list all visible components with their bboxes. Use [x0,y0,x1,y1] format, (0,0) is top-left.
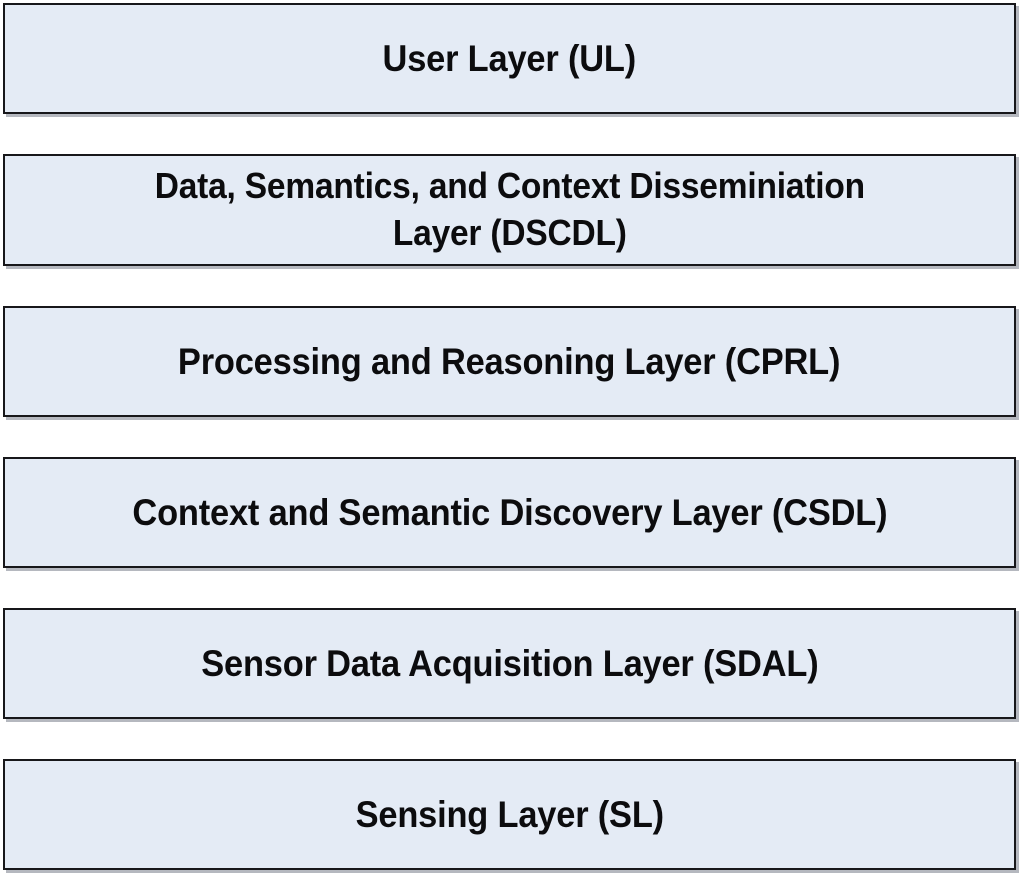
layer-box-dscdl[interactable]: Data, Semantics, and Context Disseminiat… [3,154,1016,266]
layer-box-ul[interactable]: User Layer (UL) [3,3,1016,114]
layer-box-sl[interactable]: Sensing Layer (SL) [3,759,1016,870]
layer-label-ul: User Layer (UL) [382,37,637,79]
layer-gap-3 [3,417,1016,457]
layer-gap-1 [3,114,1016,154]
layer-label-sl: Sensing Layer (SL) [355,793,664,835]
layer-label-csdl: Context and Semantic Discovery Layer (CS… [132,491,887,533]
layer-gap-2 [3,266,1016,306]
layer-box-sdal[interactable]: Sensor Data Acquisition Layer (SDAL) [3,608,1016,719]
layer-box-cprl[interactable]: Processing and Reasoning Layer (CPRL) [3,306,1016,417]
layer-box-csdl[interactable]: Context and Semantic Discovery Layer (CS… [3,457,1016,568]
layer-label-dscdl: Data, Semantics, and Context Disseminiat… [154,165,865,253]
layer-gap-4 [3,568,1016,608]
layer-label-cprl: Processing and Reasoning Layer (CPRL) [178,340,841,382]
layer-label-sdal: Sensor Data Acquisition Layer (SDAL) [200,642,819,684]
layer-gap-5 [3,719,1016,759]
